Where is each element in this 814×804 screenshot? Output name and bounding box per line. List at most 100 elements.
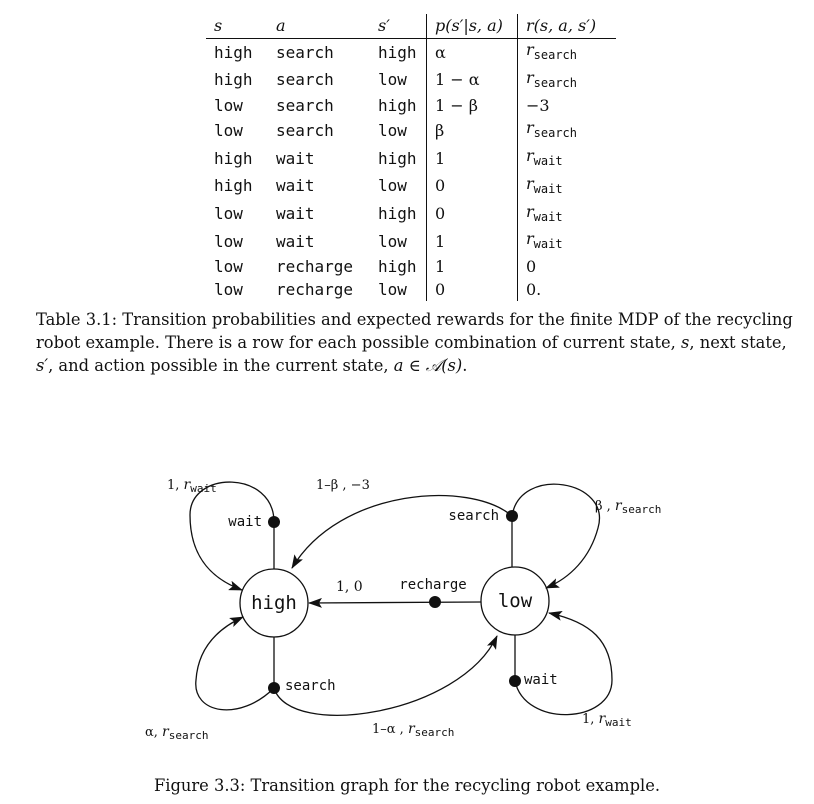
cell-s: high [214, 42, 253, 62]
cell-s: low [214, 257, 243, 277]
cell-s: high [214, 176, 253, 196]
table-row: low search high 1 − β−3 [206, 94, 616, 118]
cell-action: search [276, 42, 334, 62]
cell-prob: α [426, 38, 518, 67]
table-caption-var-s-next: s′ [36, 356, 49, 375]
cell-prob: 1 − α [426, 66, 518, 95]
header-reward: r(s, a, s′) [517, 14, 616, 39]
transition-table: s a s′ p(s′|s, a) r(s, a, s′) high search… [206, 14, 616, 302]
table-caption-var-s: s [681, 333, 690, 352]
figure-caption-text: Transition graph for the recycling robot… [245, 776, 661, 795]
cell-s: low [214, 120, 243, 140]
cell-reward: rsearch [517, 117, 616, 145]
cell-s-next: high [378, 148, 417, 168]
cell-s-next: high [378, 257, 417, 277]
label-search-high-self: α, rsearch [145, 724, 209, 742]
cell-action: wait [276, 176, 315, 196]
action-dot-recharge [429, 596, 441, 608]
edge-wait-low-self [514, 610, 613, 716]
figure-caption: Figure 3.3: Transition graph for the rec… [0, 774, 814, 797]
cell-s: low [214, 279, 243, 299]
cell-s-next: low [378, 120, 407, 140]
action-label-recharge: recharge [399, 577, 466, 593]
cell-reward: rsearch [517, 66, 616, 95]
cell-reward: rwait [517, 172, 616, 201]
label-search-low-self: β , rsearch [595, 498, 661, 516]
cell-action: search [276, 95, 334, 115]
cell-action: search [276, 120, 334, 140]
header-s-next: s′ [370, 14, 427, 39]
label-search-low-to-high: 1–β , −3 [316, 478, 370, 493]
state-low-label: low [498, 590, 533, 612]
cell-reward: 0 [517, 256, 616, 279]
cell-action: wait [276, 231, 315, 251]
action-label-search-low: search [448, 508, 499, 524]
cell-s-next: high [378, 95, 417, 115]
figure-caption-label: Figure 3.3: [153, 776, 246, 795]
cell-s: high [214, 148, 253, 168]
label-wait-high-self: 1, rwait [167, 477, 217, 495]
action-label-search-high: search [285, 678, 336, 694]
cell-prob: 1 [426, 144, 518, 173]
action-dot-wait-low [509, 675, 521, 687]
edge-search-low-self [511, 483, 601, 589]
edge-wait-high-self [189, 481, 275, 591]
cell-s-next: high [378, 42, 417, 62]
edge-search-high-to-low [273, 635, 498, 716]
cell-reward: −3 [517, 94, 616, 118]
cell-action: wait [276, 204, 315, 224]
cell-s-next: low [378, 279, 407, 299]
edge-search-high-self [195, 616, 275, 711]
label-recharge: 1, 0 [336, 579, 363, 595]
cell-action: recharge [276, 257, 354, 277]
edge-recharge [308, 597, 482, 608]
cell-action: search [276, 70, 334, 90]
table-caption-text-2: , next state, [689, 333, 787, 352]
header-prob: p(s′|s, a) [426, 14, 518, 39]
cell-prob: β [426, 117, 518, 145]
cell-s-next: low [378, 176, 407, 196]
label-wait-low-self: 1, rwait [582, 711, 632, 729]
action-dot-search-high [268, 682, 280, 694]
action-dot-wait-high [268, 516, 280, 528]
header-s: s [206, 14, 268, 39]
cell-prob: 1 [426, 256, 518, 279]
table-caption-text-3: , and action possible in the current sta… [48, 356, 394, 375]
cell-s-next: high [378, 204, 417, 224]
cell-s: low [214, 204, 243, 224]
cell-prob: 1 − β [426, 94, 518, 118]
label-search-high-to-low: 1–α , rsearch [372, 721, 454, 739]
cell-s-next: low [378, 70, 407, 90]
cell-prob: 0 [426, 278, 518, 302]
cell-reward: rsearch [517, 38, 616, 67]
cell-action: recharge [276, 279, 354, 299]
table-caption-label: Table 3.1: [36, 310, 118, 329]
cell-s-next: low [378, 231, 407, 251]
table-header-row: s a s′ p(s′|s, a) r(s, a, s′) [206, 14, 616, 39]
table-caption-text-4: . [462, 356, 468, 375]
table-caption-var-a: a ∈ 𝒜(s) [393, 356, 463, 375]
cell-s: high [214, 70, 253, 90]
cell-prob: 0 [426, 172, 518, 201]
header-a: a [268, 14, 370, 39]
cell-prob: 1 [426, 228, 518, 257]
edge-search-low-to-high [291, 494, 513, 569]
cell-reward: rwait [517, 200, 616, 229]
state-high-label: high [251, 592, 297, 614]
action-label-wait-high: wait [228, 514, 262, 530]
action-dot-search-low [506, 510, 518, 522]
cell-reward: rwait [517, 144, 616, 173]
table-caption: Table 3.1: Transition probabilities and … [36, 308, 804, 377]
action-label-wait-low: wait [524, 672, 558, 688]
cell-s: low [214, 95, 243, 115]
